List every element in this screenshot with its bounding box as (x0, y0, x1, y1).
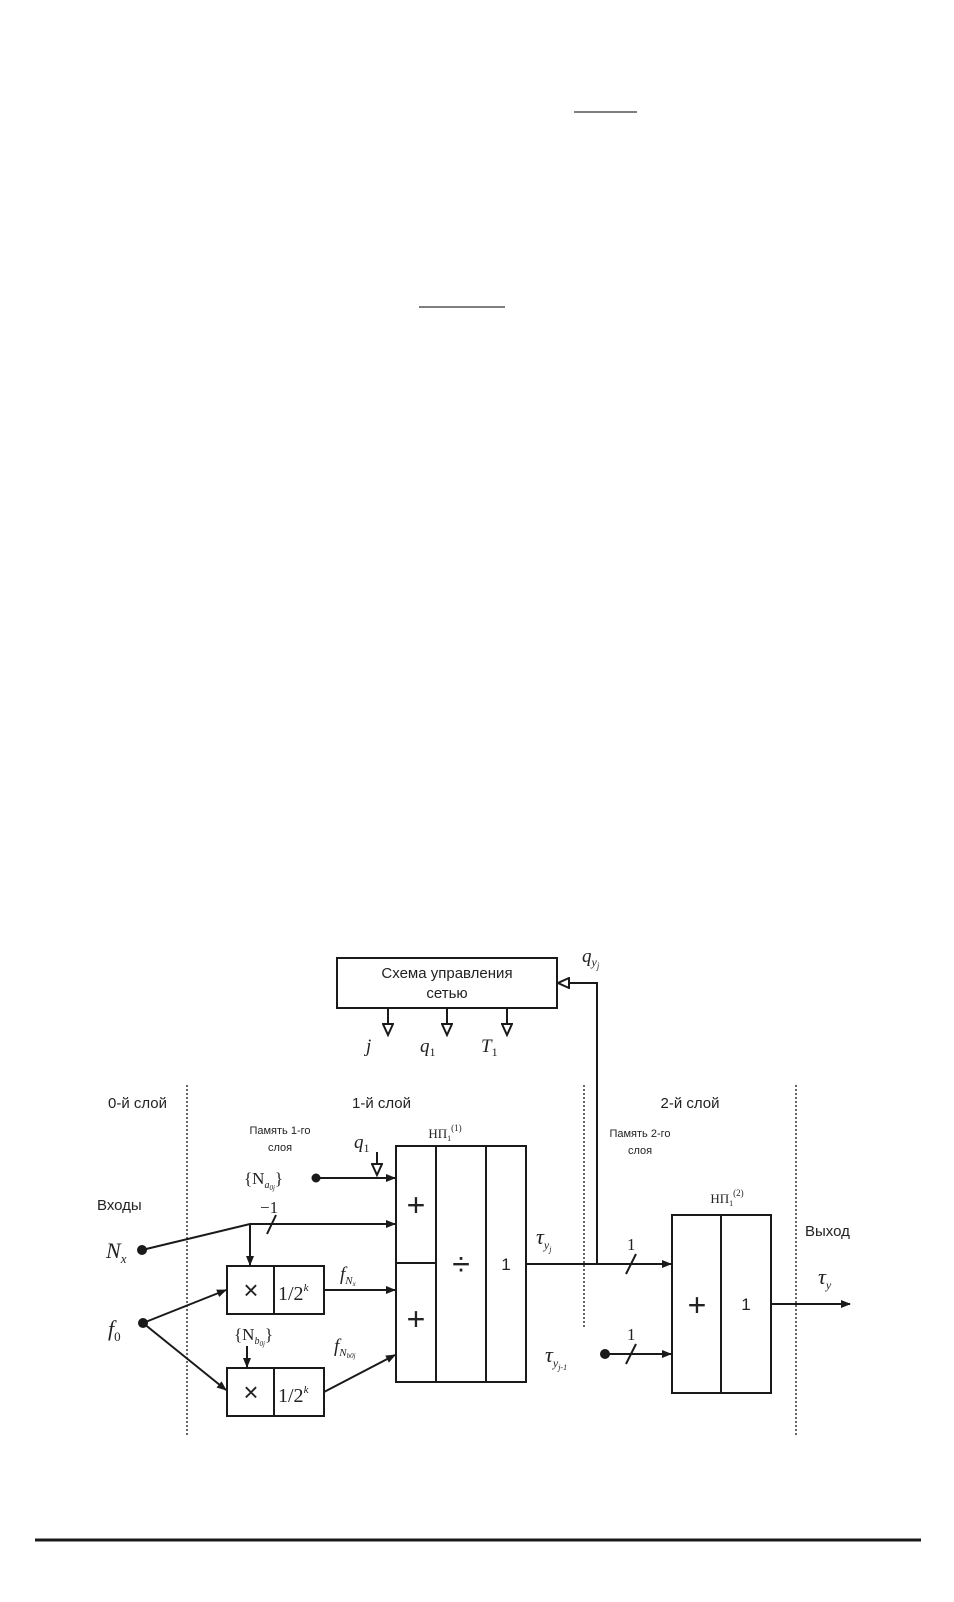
control-block: Схема управления сетью (336, 957, 558, 1009)
neuron-1-sum-bottom: + (407, 1301, 426, 1337)
memory-2-line1: Память 2-го (609, 1128, 670, 1140)
neuron-1-sum-top: + (407, 1187, 426, 1223)
neuron-1-weight: 1 (501, 1255, 510, 1274)
tau-yj1-label: τyj-1 (545, 1342, 567, 1372)
control-output-j-label: j (363, 1036, 371, 1057)
output-label: Выход (805, 1223, 850, 1240)
control-output-q1-label: q1 (420, 1036, 436, 1059)
feedback-line (558, 983, 598, 1264)
nx-label: Nx (105, 1238, 127, 1266)
layer-2-label: 2-й слой (660, 1095, 719, 1112)
neuron-2-weight: 1 (741, 1295, 750, 1314)
layer-1-label: 1-й слой (352, 1095, 411, 1112)
neuron-1-block: + + ÷ 1 (395, 1145, 527, 1383)
neuron-1-title: НП1(1) (428, 1123, 461, 1143)
tau-y-label: τy (818, 1264, 832, 1292)
neuron-2-title: НП1(2) (710, 1188, 743, 1208)
nb0j-label: {Nb0j} (234, 1325, 273, 1348)
control-block-line2: сетью (426, 985, 467, 1002)
layer-0-label: 0-й слой (108, 1095, 167, 1112)
multiplier-2-op: × (243, 1377, 258, 1407)
nx-wire (141, 1220, 396, 1251)
memory-2-line2: слоя (628, 1145, 652, 1157)
fnb0j-wire (323, 1354, 396, 1393)
control-block-line1: Схема управления (381, 965, 512, 982)
weight-b-slash (625, 1343, 637, 1365)
neuron-1-divide: ÷ (452, 1246, 470, 1282)
q1-label: q1 (354, 1132, 370, 1155)
memory-1-line2: слоя (268, 1142, 292, 1154)
inputs-label: Входы (97, 1197, 142, 1214)
weight-a-label: 1 (627, 1235, 636, 1254)
multiplier-1-scale: 1/2k (278, 1282, 310, 1305)
f0-label: f0 (108, 1316, 121, 1344)
na0j-label: {Na0j} (244, 1169, 283, 1192)
multiplier-2-scale: 1/2k (278, 1384, 310, 1407)
nx-bus-slash (266, 1214, 277, 1235)
feedback-label: qyj (582, 946, 600, 971)
neuron-2-block: + 1 (671, 1214, 772, 1394)
minus-one-label: −1 (260, 1198, 278, 1217)
weight-b-label: 1 (627, 1325, 636, 1344)
fnx-label: fNx (340, 1264, 357, 1288)
control-output-t1-label: T1 (481, 1036, 498, 1059)
tau-yj-label: τyj (536, 1224, 552, 1254)
f0-wire-2 (142, 1322, 227, 1391)
weight-a-slash (625, 1253, 637, 1275)
multiplier-1: × 1/2k (226, 1265, 325, 1315)
memory-1-line1: Память 1-го (249, 1125, 310, 1137)
neuron-2-sum: + (688, 1287, 707, 1323)
multiplier-1-op: × (243, 1275, 258, 1305)
fnb0j-label: fNb0j (334, 1336, 356, 1360)
multiplier-2: × 1/2k (226, 1367, 325, 1417)
f0-wire-1 (142, 1289, 227, 1324)
